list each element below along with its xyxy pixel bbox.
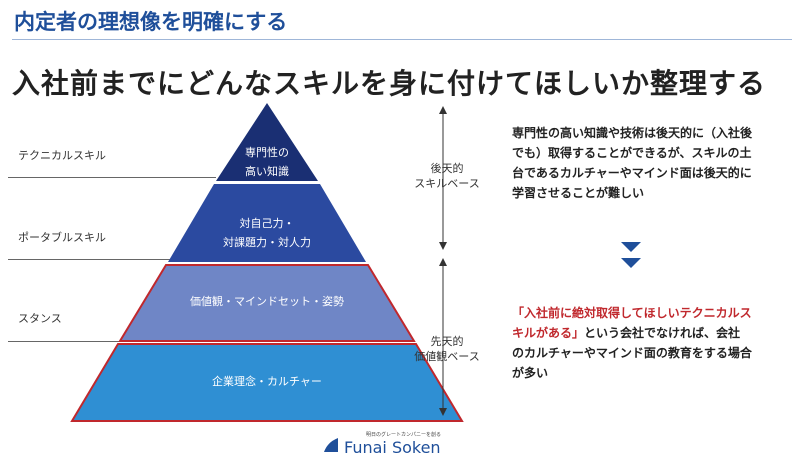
arrow-upper-label: 後天的 スキルベース — [392, 161, 502, 191]
tier2-label: 対自己力・ 対課題力・対人力 — [187, 214, 347, 252]
headline: 入社前までにどんなスキルを身に付けてほしいか整理する — [12, 67, 767, 100]
arrow-upper-line1: 後天的 — [430, 162, 464, 175]
tier4-label: 企業理念・カルチャー — [212, 375, 322, 388]
level-label-portable: ポータブルスキル — [18, 231, 106, 244]
arrow-upper-head-top — [439, 106, 447, 114]
pyramid-tier-2 — [168, 184, 366, 262]
page-header-title: 内定者の理想像を明確にする — [14, 10, 288, 34]
pyramid-tier-3 — [118, 264, 416, 342]
arrow-lower-label: 先天的 価値観ベース — [392, 334, 502, 364]
arrow-lower-head-bottom — [439, 408, 447, 416]
company-logo: 明日のグレートカンパニーを創る Funai Soken — [322, 432, 441, 457]
tier2-line2: 対課題力・対人力 — [223, 236, 311, 249]
tier1-line1: 専門性の — [245, 146, 289, 159]
down-triangle-icon — [621, 258, 641, 268]
funai-logo-icon — [324, 437, 338, 452]
logo-name: Funai Soken — [344, 438, 441, 457]
arrow-lower-head-top — [439, 258, 447, 266]
header-divider — [12, 39, 792, 40]
logo-tagline: 明日のグレートカンパニーを創る — [366, 432, 442, 438]
arrow-lower-line2: 価値観ベース — [414, 350, 480, 363]
description-highlight: 「入社前に絶対取得してほしいテクニカルスキルがある」 — [512, 306, 752, 340]
arrow-lower-line1: 先天的 — [430, 335, 464, 348]
arrow-upper-head-bottom — [439, 242, 447, 250]
description-bottom: 「入社前に絶対取得してほしいテクニカルスキルがある」という会社でなければ、会社の… — [512, 303, 752, 383]
arrow-upper-line2: スキルベース — [414, 177, 480, 190]
tier1-label: 専門性の 高い知識 — [217, 143, 317, 181]
pyramid-tier-4 — [70, 343, 464, 422]
level-divider-3 — [8, 341, 133, 342]
level-label-technical: テクニカルスキル — [18, 149, 106, 162]
down-triangle-icon — [621, 242, 641, 252]
level-divider-1 — [8, 177, 216, 178]
pyramid-tier-1 — [216, 103, 318, 181]
level-divider-2 — [8, 259, 174, 260]
description-top: 専門性の高い知識や技術は後天的に（入社後でも）取得することができるが、スキルの土… — [512, 126, 753, 200]
description-bottom-rest: という会社でなければ、会社のカルチャーやマインド面の教育をする場合が多い — [512, 326, 752, 380]
level-label-stance: スタンス — [18, 312, 62, 325]
tier1-line2: 高い知識 — [245, 165, 289, 178]
tier2-line1: 対自己力・ — [239, 217, 295, 230]
tier3-label: 価値観・マインドセット・姿勢 — [190, 295, 344, 308]
